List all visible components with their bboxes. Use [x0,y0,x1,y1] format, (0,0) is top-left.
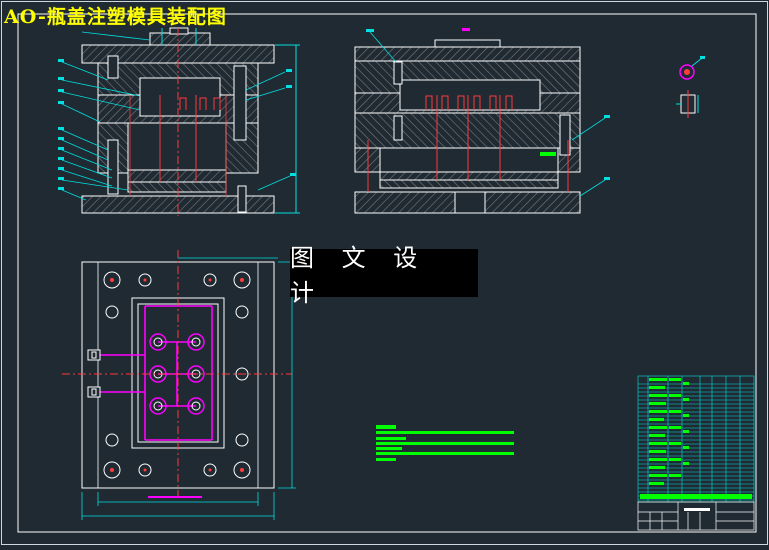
side-section-view [354,28,610,214]
inner-frame [17,13,757,533]
detail-view [676,56,705,118]
drawing-title: AO-瓶盖注塑模具装配图 [4,6,227,28]
bolt-circle-icon [103,271,251,479]
watermark-banner: 图 文 设 计 [290,244,478,307]
fitting-icon [87,349,101,398]
plan-view [62,250,296,520]
technical-notes [376,425,514,461]
bom-fill [640,378,752,499]
main-section-view [58,27,300,216]
title-block [637,501,755,531]
